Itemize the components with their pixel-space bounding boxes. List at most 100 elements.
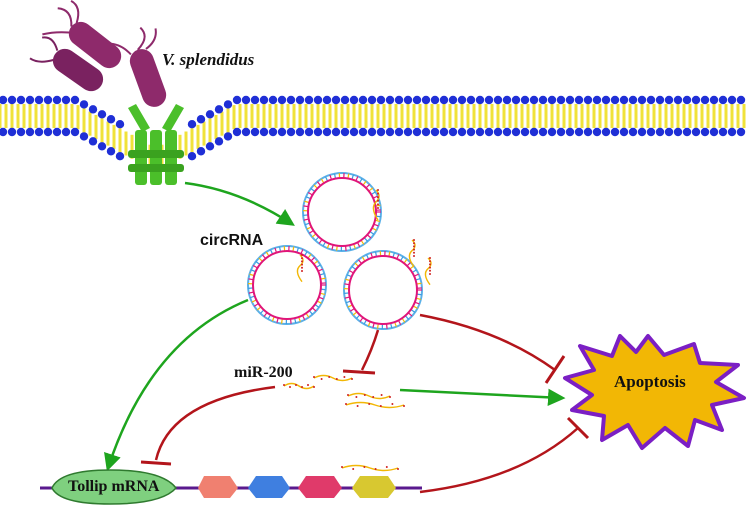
lipid-head bbox=[485, 128, 493, 136]
lipid-head bbox=[53, 96, 61, 104]
circrna-label: circRNA bbox=[200, 232, 263, 250]
lipid-head bbox=[512, 96, 520, 104]
arrows bbox=[108, 183, 588, 492]
lipid-head bbox=[737, 96, 745, 104]
lipid-head bbox=[107, 147, 115, 155]
lipid-head bbox=[647, 96, 655, 104]
lipid-head bbox=[0, 128, 7, 136]
lipid-head bbox=[233, 96, 241, 104]
lipid-head bbox=[485, 96, 493, 104]
lipid-head bbox=[359, 128, 367, 136]
mirna-strand bbox=[297, 254, 303, 282]
lipid-head bbox=[440, 128, 448, 136]
lipid-head bbox=[260, 96, 268, 104]
lipid-head bbox=[80, 100, 88, 108]
lipid-head bbox=[710, 96, 718, 104]
lipid-head bbox=[332, 128, 340, 136]
lipid-head bbox=[314, 96, 322, 104]
lipid-head bbox=[53, 128, 61, 136]
lipid-head bbox=[206, 110, 214, 118]
lipid-head bbox=[98, 110, 106, 118]
lipid-head bbox=[251, 96, 259, 104]
lipid-head bbox=[242, 96, 250, 104]
inhibit-mrna-to-apoptosis bbox=[420, 428, 578, 492]
lipid-head bbox=[719, 96, 727, 104]
lipid-head bbox=[26, 128, 34, 136]
lipid-head bbox=[710, 128, 718, 136]
lipid-head bbox=[584, 96, 592, 104]
lipid-head bbox=[35, 96, 43, 104]
mrna-domain-3 bbox=[298, 476, 342, 498]
lipid-head bbox=[656, 128, 664, 136]
circrna-circles bbox=[248, 173, 422, 329]
lipid-head bbox=[692, 96, 700, 104]
lipid-head bbox=[665, 96, 673, 104]
cell-membrane bbox=[0, 96, 745, 172]
lipid-head bbox=[269, 96, 277, 104]
lipid-head bbox=[521, 96, 529, 104]
mirna-strand bbox=[341, 466, 399, 471]
lipid-head bbox=[737, 128, 745, 136]
lipid-head bbox=[386, 128, 394, 136]
lipid-head bbox=[71, 96, 79, 104]
lipid-head bbox=[305, 128, 313, 136]
mrna-domain-4 bbox=[352, 476, 396, 498]
lipid-head bbox=[26, 96, 34, 104]
lipid-head bbox=[206, 142, 214, 150]
mirna-label: miR-200 bbox=[234, 364, 293, 382]
lipid-head bbox=[359, 96, 367, 104]
lipid-head bbox=[548, 128, 556, 136]
lipid-head bbox=[638, 96, 646, 104]
lipid-head bbox=[197, 147, 205, 155]
lipid-head bbox=[575, 96, 583, 104]
lipid-head bbox=[107, 115, 115, 123]
lipid-head bbox=[395, 128, 403, 136]
lipid-head bbox=[62, 128, 70, 136]
lipid-head bbox=[458, 128, 466, 136]
lipid-head bbox=[422, 96, 430, 104]
lipid-head bbox=[557, 96, 565, 104]
apoptosis-label: Apoptosis bbox=[614, 372, 686, 392]
lipid-head bbox=[368, 96, 376, 104]
mirna-strand bbox=[283, 384, 315, 389]
lipid-head bbox=[647, 128, 655, 136]
mrna-domain-1 bbox=[198, 476, 238, 498]
lipid-head bbox=[44, 96, 52, 104]
lipid-head bbox=[701, 96, 709, 104]
circrna-circle bbox=[303, 173, 381, 251]
lipid-head bbox=[557, 128, 565, 136]
lipid-head bbox=[494, 96, 502, 104]
lipid-head bbox=[116, 120, 124, 128]
lipid-head bbox=[458, 96, 466, 104]
lipid-head bbox=[197, 115, 205, 123]
lipid-head bbox=[287, 96, 295, 104]
mirna-strand bbox=[345, 403, 405, 408]
lipid-head bbox=[215, 105, 223, 113]
lipid-head bbox=[476, 128, 484, 136]
lipid-head bbox=[386, 96, 394, 104]
lipid-head bbox=[287, 128, 295, 136]
lipid-head bbox=[422, 128, 430, 136]
lipid-head bbox=[17, 96, 25, 104]
circrna-circle bbox=[344, 251, 422, 329]
lipid-head bbox=[494, 128, 502, 136]
lipid-head bbox=[233, 128, 241, 136]
lipid-head bbox=[341, 96, 349, 104]
lipid-head bbox=[431, 96, 439, 104]
lipid-head bbox=[341, 128, 349, 136]
mirna-strand bbox=[347, 394, 391, 399]
lipid-head bbox=[566, 128, 574, 136]
lipid-head bbox=[215, 137, 223, 145]
lipid-head bbox=[242, 128, 250, 136]
lipid-head bbox=[260, 128, 268, 136]
lipid-head bbox=[674, 96, 682, 104]
mrna-domain-2 bbox=[248, 476, 290, 498]
receptor bbox=[128, 104, 184, 185]
lipid-head bbox=[296, 96, 304, 104]
inhibit-circrna-to-mirna bbox=[362, 330, 378, 370]
lipid-head bbox=[449, 96, 457, 104]
lipid-head bbox=[35, 128, 43, 136]
lipid-head bbox=[314, 128, 322, 136]
lipid-head bbox=[350, 96, 358, 104]
